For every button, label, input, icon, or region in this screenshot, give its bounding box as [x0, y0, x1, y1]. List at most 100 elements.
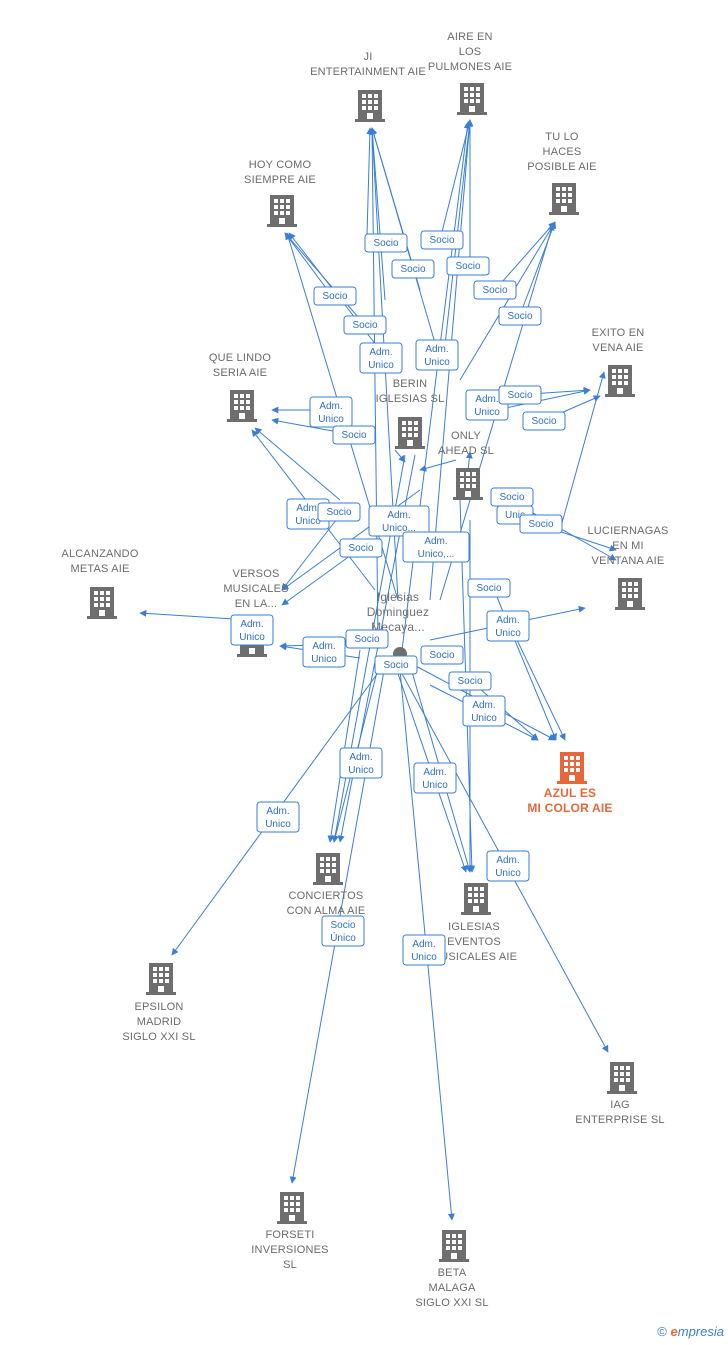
edge-label-box: [473, 280, 517, 300]
edge-label-text: Adm.Unico: [265, 806, 291, 830]
edge-line: [439, 119, 472, 241]
edge-label-text: Socio: [528, 519, 553, 530]
edge-label-box: [402, 531, 470, 563]
edge-label: Socio: [345, 629, 389, 649]
building-icon: [607, 1062, 637, 1094]
edge-label: Socio: [420, 230, 464, 250]
brand-name: mpresia: [677, 1324, 724, 1339]
edge-label-text: Socio: [507, 390, 532, 401]
edge-label: Adm.Unico: [309, 396, 353, 428]
edge-line: [494, 221, 556, 291]
edge-label: Adm.Unico: [339, 747, 383, 779]
edge-label-box: [364, 233, 408, 253]
edge-label-box: [519, 514, 563, 534]
edge-label-box: [462, 695, 506, 727]
edge-label: Socio: [498, 306, 542, 326]
edge-label-text: Socio: [429, 650, 454, 661]
edge-label-box: [256, 801, 300, 833]
edge-label: Socio: [313, 286, 357, 306]
edge-label-box: [486, 850, 530, 882]
edge-label-text: Socio: [354, 634, 379, 645]
edge-label: Socio: [467, 578, 511, 598]
edge-label-text: Socio: [457, 676, 482, 687]
edge-label-box: [317, 502, 361, 522]
edge-label-box: [391, 259, 435, 279]
building-icon: [355, 90, 385, 122]
edge-label-text: Adm.Unico: [295, 503, 321, 527]
edge-label-text: Adm.Unico: [311, 641, 337, 665]
edge-label-text: Adm.Unico: [348, 752, 374, 776]
edge-label-box: [339, 747, 383, 779]
edge-label-text: Adm.Unico: [422, 767, 448, 791]
edge-label-text: Adm.Unico: [495, 615, 521, 639]
edge-label-text: Socio: [499, 492, 524, 503]
edge-label-text: Socio: [352, 320, 377, 331]
edge-label: Socio: [317, 502, 361, 522]
building-icon: [313, 853, 343, 885]
edge-label: Adm.Unico: [359, 342, 403, 374]
edge-label: Socio: [473, 280, 517, 300]
edge-label: Adm.Unico...: [368, 505, 430, 537]
edge-label-text: Adm.Unico: [411, 939, 437, 963]
edge-label-text: Adm.Unico: [318, 401, 344, 425]
edge-label-box: [498, 385, 542, 405]
edge-label: Adm.Unico,...: [402, 531, 470, 563]
building-icon: [453, 468, 483, 500]
edge-line: [489, 579, 557, 741]
edge-label: Socio: [522, 411, 566, 431]
edge-label: Adm.Unico: [486, 850, 530, 882]
edge-label-text: Adm.Unico,...: [418, 536, 455, 560]
edge-label-box: [302, 636, 346, 668]
edge-label-box: [402, 934, 446, 966]
building-icon: [457, 83, 487, 115]
building-icon: [227, 390, 257, 422]
edge-label: Socio: [498, 385, 542, 405]
edge-line: [368, 127, 379, 641]
edge-label-box: [420, 645, 464, 665]
edge-label-box: [498, 306, 542, 326]
edge-label-box: [313, 286, 357, 306]
building-icon: [605, 365, 635, 397]
edge-label-box: [359, 342, 403, 374]
edge-label: Socio: [364, 233, 408, 253]
edge-label-text: Socio: [531, 416, 556, 427]
edge-label-text: Socio: [507, 311, 532, 322]
edge-label-text: Adm.Unico: [239, 619, 265, 643]
edge-label-box: [522, 411, 566, 431]
edge-label-box: [368, 505, 430, 537]
edge-line: [559, 371, 606, 531]
edge-label-box: [467, 578, 511, 598]
brand-e: e: [670, 1324, 678, 1339]
edge-label: Socio: [490, 487, 534, 507]
edge-label-text: Adm.Unico: [495, 855, 521, 879]
edge-label-box: [413, 762, 457, 794]
